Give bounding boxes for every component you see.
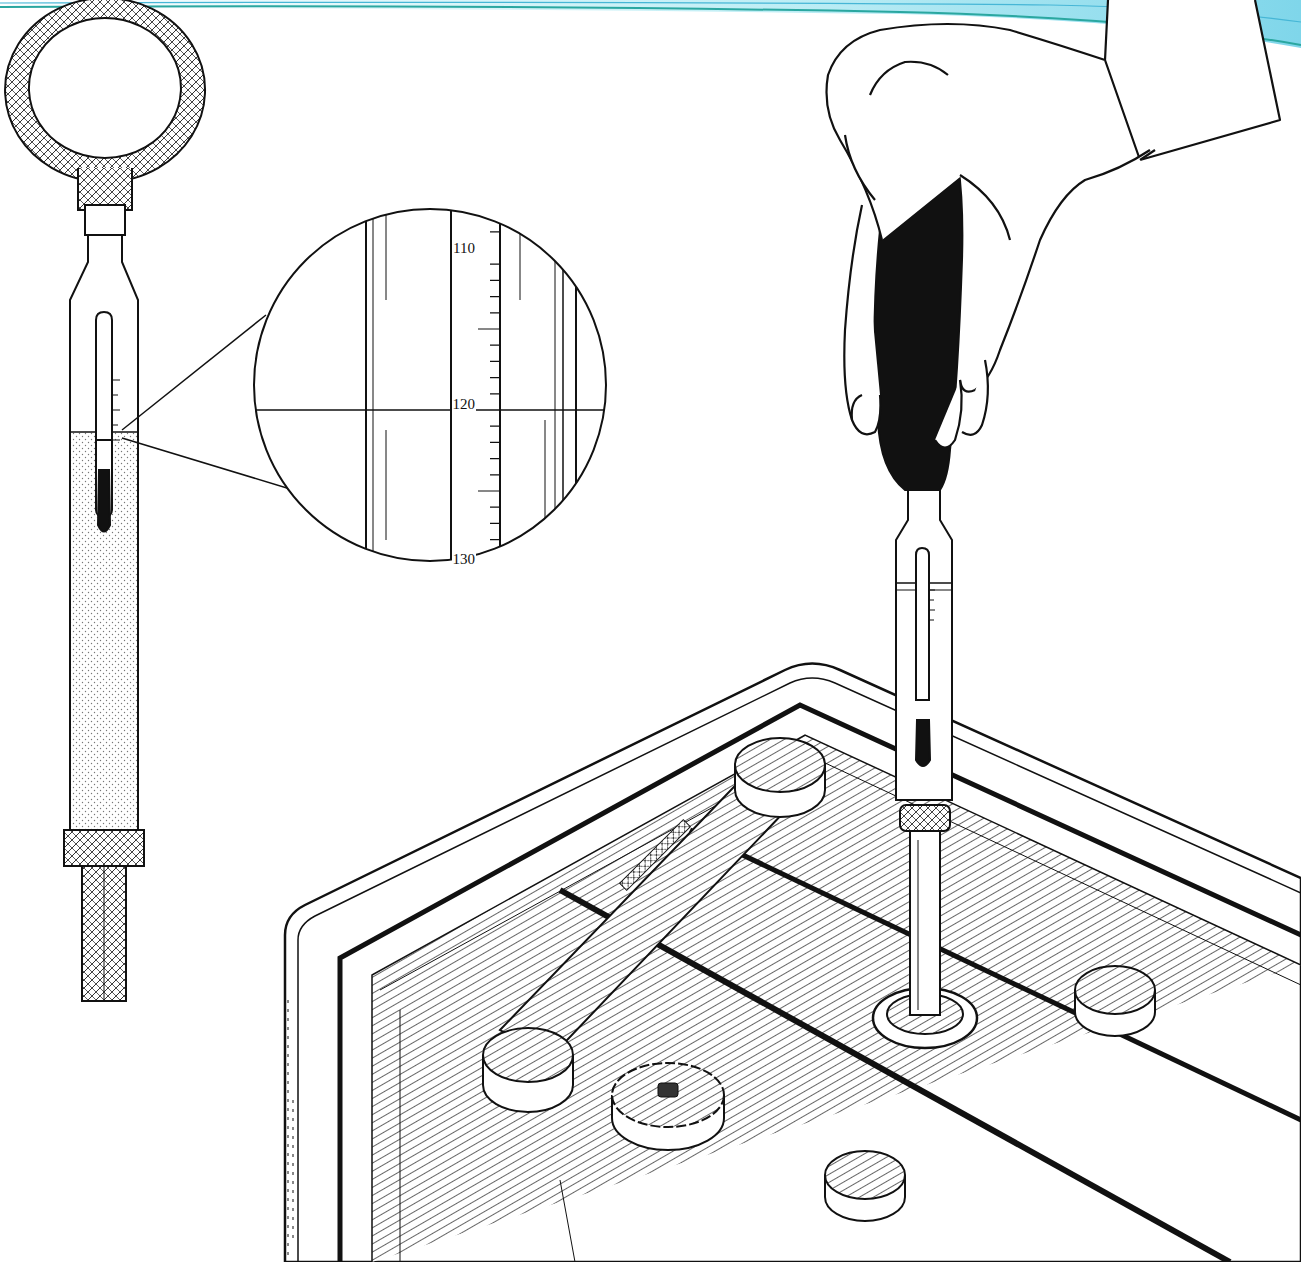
scale-number: 110: [452, 240, 476, 257]
scale-number: 130: [452, 551, 477, 568]
hand: [827, 0, 1281, 448]
hydrometer-in-use: [874, 104, 962, 1015]
magnified-scale: [250, 183, 610, 637]
hydrometer-section: [5, 0, 205, 1001]
battery: [285, 664, 1301, 1262]
scale-number: 120: [452, 396, 477, 413]
